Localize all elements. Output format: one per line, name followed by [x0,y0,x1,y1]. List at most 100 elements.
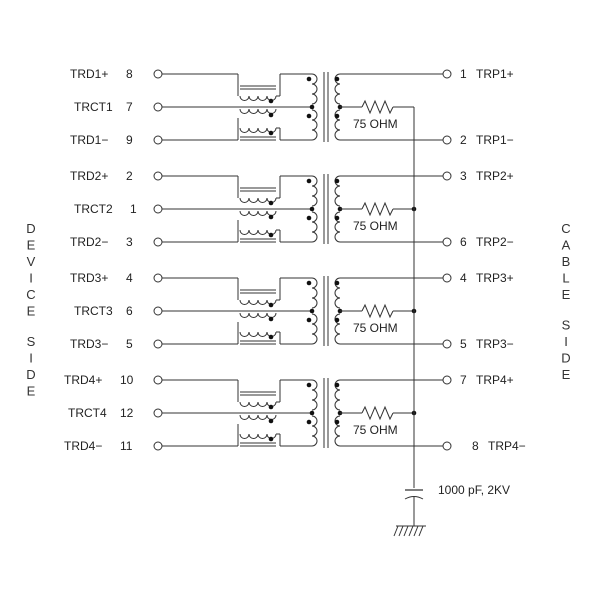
cable-side-label-char: B [562,254,571,269]
cable-pin-number: 6 [460,235,467,249]
cable-pin-number: 7 [460,373,467,387]
cable-side-label-char: L [562,271,569,286]
polarity-dot [334,178,340,184]
device-signal-label: TRCT4 [68,406,107,420]
polarity-dot [306,419,312,425]
device-signal-label: TRD4− [64,439,102,453]
transformer-primary-coil [311,277,318,309]
cable-terminal [442,135,452,145]
cable-terminal [442,441,452,451]
device-signal-label: TRD4+ [64,373,102,387]
choke-winding [239,108,277,114]
polarity-dot [268,112,274,118]
device-side-label-char: V [27,254,36,269]
cable-terminal [442,69,452,79]
choke-winding [239,127,277,133]
polarity-dot [334,382,340,388]
cable-signal-label: TRP4+ [476,373,514,387]
polarity-dot [334,419,340,425]
cable-signal-label: TRP2− [476,235,514,249]
polarity-dot [306,215,312,221]
device-pin-number: 7 [126,100,133,114]
device-signal-label: TRCT3 [74,304,113,318]
capacitor-value-label: 1000 pF, 2KV [438,483,510,497]
resistor [361,303,394,319]
polarity-dot [334,76,340,82]
choke-winding [239,210,277,216]
cable-signal-label: TRP1+ [476,67,514,81]
transformer-primary-coil [311,73,318,105]
transformer-primary-coil [311,211,318,243]
device-signal-label: TRD3+ [70,271,108,285]
cable-terminal [442,339,452,349]
choke-winding [239,229,277,235]
choke-winding [239,312,277,318]
polarity-dot [306,280,312,286]
centre-tap-dot [309,410,315,416]
device-terminal [153,306,163,316]
polarity-dot [268,302,274,308]
ground-hatch [408,525,414,537]
cable-signal-label: TRP3+ [476,271,514,285]
device-terminal [153,375,163,385]
polarity-dot [268,418,274,424]
polarity-dot [334,113,340,119]
cable-terminal [442,171,452,181]
ground-hatch [403,525,409,537]
polarity-dot [268,98,274,104]
resistor-value-label: 75 OHM [353,219,398,233]
device-pin-number: 11 [120,439,133,453]
centre-tap-dot [309,104,315,110]
cable-signal-label: TRP2+ [476,169,514,183]
device-side-label-char: S [27,334,36,349]
cable-side-label-char: C [561,221,570,236]
device-pin-number: 9 [126,133,133,147]
cable-pin-number: 5 [460,337,467,351]
device-pin-number: 4 [126,271,133,285]
choke-winding [239,331,277,337]
cable-terminal [442,273,452,283]
choke-winding [239,414,277,420]
device-signal-label: TRD1+ [70,67,108,81]
polarity-dot [306,382,312,388]
resistor-value-label: 75 OHM [353,321,398,335]
device-signal-label: TRD2+ [70,169,108,183]
device-pin-number: 2 [126,169,133,183]
polarity-dot [268,436,274,442]
choke-winding [239,95,277,101]
device-terminal [153,273,163,283]
polarity-dot [268,232,274,238]
cable-pin-number: 8 [472,439,479,453]
cable-terminal [442,375,452,385]
ground-hatch [418,525,424,537]
resistor-value-label: 75 OHM [353,117,398,131]
cable-signal-label: TRP4− [488,439,526,453]
device-side-label-char: E [27,304,36,319]
device-pin-number: 5 [126,337,133,351]
device-terminal [153,204,163,214]
polarity-dot [268,334,274,340]
polarity-dot [268,316,274,322]
polarity-dot [268,214,274,220]
device-terminal [153,69,163,79]
transformer-primary-coil [311,313,318,345]
centre-tap-dot [309,206,315,212]
device-terminal [153,102,163,112]
device-side-label-char: D [26,221,35,236]
resistor-value-label: 75 OHM [353,423,398,437]
device-side-label-char: E [27,384,36,399]
polarity-dot [306,76,312,82]
polarity-dot [306,113,312,119]
polarity-dot [334,215,340,221]
device-pin-number: 8 [126,67,133,81]
transformer-primary-coil [311,379,318,411]
cable-terminal [442,237,452,247]
device-terminal [153,135,163,145]
cable-pin-number: 2 [460,133,467,147]
device-side-label-char: I [29,351,33,366]
